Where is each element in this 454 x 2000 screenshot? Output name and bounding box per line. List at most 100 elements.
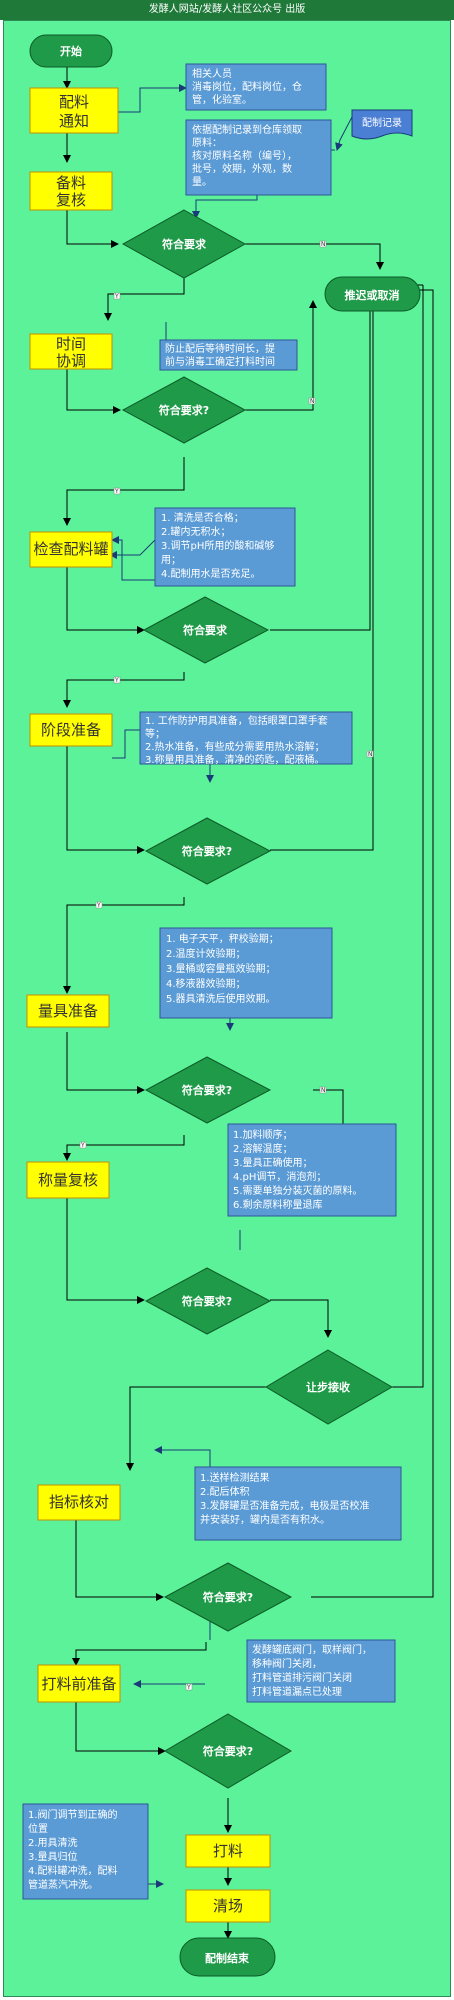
svg-text:相关人员: 相关人员	[192, 67, 232, 80]
svg-text:打料管道排污阀门关闭: 打料管道排污阀门关闭	[252, 1671, 352, 1684]
svg-text:4.配料罐冲洗，配料: 4.配料罐冲洗，配料	[28, 1864, 118, 1877]
svg-text:3.调节pH所用的酸和碱够: 3.调节pH所用的酸和碱够	[161, 539, 274, 552]
svg-text:Y: Y	[96, 902, 101, 909]
note-6: 1. 电子天平，秤校验期； 2.温度计效验期； 3.量桶或容量瓶效验期； 4.移…	[159, 927, 333, 1019]
svg-text:N: N	[368, 751, 373, 758]
svg-text:清场: 清场	[213, 1897, 243, 1915]
svg-text:5.需要单独分装灭菌的原料。: 5.需要单独分装灭菌的原料。	[233, 1184, 363, 1197]
check-tank-box: 检查配料罐	[29, 531, 113, 568]
delay-or-cancel-node: 推迟或取消	[324, 276, 421, 312]
svg-text:1.加料顺序；: 1.加料顺序；	[233, 1128, 293, 1141]
svg-text:1. 清洗是否合格；: 1. 清洗是否合格；	[161, 511, 244, 524]
svg-text:Y: Y	[186, 1684, 191, 1691]
svg-text:4.pH调节，消泡剂；: 4.pH调节，消泡剂；	[233, 1170, 326, 1183]
svg-text:指标核对: 指标核对	[49, 1493, 109, 1511]
measure-prep-box: 量具准备	[26, 994, 110, 1028]
svg-text:打料: 打料	[213, 1842, 243, 1860]
weigh-check-box: 称量复核	[26, 1161, 110, 1199]
decision-2: 符合要求?	[121, 376, 247, 444]
svg-text:N: N	[321, 1087, 326, 1094]
svg-text:备料: 备料	[56, 174, 86, 192]
svg-text:打料管道漏点已处理: 打料管道漏点已处理	[252, 1685, 342, 1698]
svg-text:推迟或取消: 推迟或取消	[345, 288, 400, 302]
svg-text:管，化验室。: 管，化验室。	[192, 93, 252, 106]
svg-text:检查配料罐: 检查配料罐	[33, 540, 108, 558]
svg-text:符合要求?: 符合要求?	[182, 844, 232, 858]
svg-text:2.配后体积: 2.配后体积	[200, 1486, 250, 1498]
header-banner: 发酵人网站/发酵人社区公众号 出版	[0, 0, 454, 20]
svg-text:2.溶解温度；: 2.溶解温度；	[233, 1142, 293, 1155]
svg-text:1.送样检测结果: 1.送样检测结果	[200, 1471, 270, 1484]
svg-text:N: N	[321, 241, 326, 248]
svg-text:符合要求: 符合要求	[183, 623, 228, 637]
decision-6: 符合要求?	[144, 1267, 272, 1335]
note-4: 1. 清洗是否合格； 2.罐内无积水； 3.调节pH所用的酸和碱够 用； 4.配…	[154, 507, 296, 587]
stock-check-box: 备料 复核	[29, 171, 113, 211]
svg-text:Y: Y	[80, 1142, 85, 1149]
svg-text:符合要求?: 符合要求?	[182, 1083, 232, 1097]
svg-text:1. 电子天平，秤校验期；: 1. 电子天平，秤校验期；	[166, 932, 279, 945]
svg-text:发酵罐底阀门，取样阀门，: 发酵罐底阀门，取样阀门，	[252, 1643, 372, 1656]
svg-text:复核: 复核	[56, 191, 86, 209]
svg-text:3.量具归位: 3.量具归位	[28, 1850, 78, 1863]
svg-text:3.量具正确使用；: 3.量具正确使用；	[233, 1156, 313, 1169]
svg-text:量具准备: 量具准备	[38, 1002, 98, 1020]
svg-text:协调: 协调	[56, 352, 86, 370]
svg-text:3.量桶或容量瓶效验期；: 3.量桶或容量瓶效验期；	[166, 962, 276, 975]
decision-4: 符合要求?	[144, 817, 272, 885]
index-check-box: 指标核对	[37, 1484, 121, 1521]
svg-text:符合要求: 符合要求	[162, 237, 207, 251]
yn-tags: N Y N Y Y N Y N Y Y	[79, 240, 374, 1691]
svg-text:核对原料名称（编号），: 核对原料名称（编号），	[192, 149, 297, 162]
end-node: 配制结束	[179, 1937, 276, 1977]
svg-text:消毒岗位，配料岗位，仓: 消毒岗位，配料岗位，仓	[192, 80, 302, 93]
svg-text:量。: 量。	[192, 176, 212, 188]
note-10: 1.阀门调节到正确的 位置 2.用具清洗 3.量具归位 4.配料罐冲洗，配料 管…	[22, 1803, 149, 1900]
note-2: 依据配制记录到仓库领取 原料： 核对原料名称（编号）， 批号，效期，外观，数 量…	[185, 119, 332, 196]
note-7: 1.加料顺序； 2.溶解温度； 3.量具正确使用； 4.pH调节，消泡剂； 5.…	[227, 1123, 397, 1217]
note-1: 相关人员 消毒岗位，配料岗位，仓 管，化验室。	[185, 63, 327, 111]
svg-text:4.移液器效验期；: 4.移液器效验期；	[166, 977, 246, 990]
step-accept-diamond: 让步接收	[265, 1349, 393, 1425]
svg-text:开始: 开始	[60, 44, 82, 58]
note-5: 1. 工作防护用具准备，包括眼罩口罩手套 等； 2.热水准备，有些成分需要用热水…	[139, 711, 353, 766]
svg-text:符合要求?: 符合要求?	[203, 1744, 253, 1758]
svg-text:等；: 等；	[145, 727, 165, 740]
svg-text:原料：: 原料：	[192, 136, 222, 149]
svg-text:1.阀门调节到正确的: 1.阀门调节到正确的	[28, 1808, 118, 1821]
stage-prep-box: 阶段准备	[29, 713, 113, 747]
svg-text:Y: Y	[114, 677, 119, 684]
svg-text:通知: 通知	[59, 112, 89, 130]
svg-text:批号，效期，外观，数: 批号，效期，外观，数	[192, 162, 292, 175]
svg-text:N: N	[310, 398, 315, 405]
pump-box: 打料	[185, 1834, 271, 1868]
svg-text:位置: 位置	[28, 1822, 48, 1835]
note-3: 防止配后等待时间长，提 前与消毒工确定打料时间	[159, 339, 298, 371]
svg-text:3.称量用具准备，清净的药匙，配液桶。: 3.称量用具准备，清净的药匙，配液桶。	[145, 753, 325, 766]
svg-text:防止配后等待时间长，提: 防止配后等待时间长，提	[165, 342, 275, 355]
notify-box: 配料 通知	[29, 87, 119, 134]
svg-text:管道蒸汽冲洗。: 管道蒸汽冲洗。	[28, 1878, 98, 1891]
svg-text:Y: Y	[114, 293, 119, 300]
svg-text:1. 工作防护用具准备，包括眼罩口罩手套: 1. 工作防护用具准备，包括眼罩口罩手套	[145, 714, 328, 727]
svg-text:阶段准备: 阶段准备	[41, 721, 101, 739]
start-node: 开始	[29, 34, 113, 68]
record-document: 配制记录	[351, 109, 413, 140]
svg-text:移种阀门关闭，: 移种阀门关闭，	[252, 1657, 322, 1670]
svg-text:3.发酵罐是否准备完成，电极是否校准: 3.发酵罐是否准备完成，电极是否校准	[200, 1499, 370, 1512]
decision-5: 符合要求?	[144, 1056, 272, 1124]
svg-text:2.热水准备，有些成分需要用热水溶解；: 2.热水准备，有些成分需要用热水溶解；	[145, 740, 325, 753]
svg-text:符合要求?: 符合要求?	[182, 1294, 232, 1308]
decision-1: 符合要求	[121, 209, 247, 279]
decision-7: 符合要求?	[163, 1562, 293, 1632]
svg-text:4.配制用水是否充足。: 4.配制用水是否充足。	[161, 567, 261, 580]
svg-text:打料前准备: 打料前准备	[41, 1675, 116, 1693]
connectors	[63, 67, 434, 1939]
note-9: 发酵罐底阀门，取样阀门， 移种阀门关闭， 打料管道排污阀门关闭 打料管道漏点已处…	[246, 1639, 396, 1703]
svg-text:用；: 用；	[161, 555, 181, 566]
decision-3: 符合要求	[142, 596, 270, 664]
svg-text:依据配制记录到仓库领取: 依据配制记录到仓库领取	[192, 123, 302, 136]
svg-text:2.罐内无积水；: 2.罐内无积水；	[161, 525, 231, 538]
